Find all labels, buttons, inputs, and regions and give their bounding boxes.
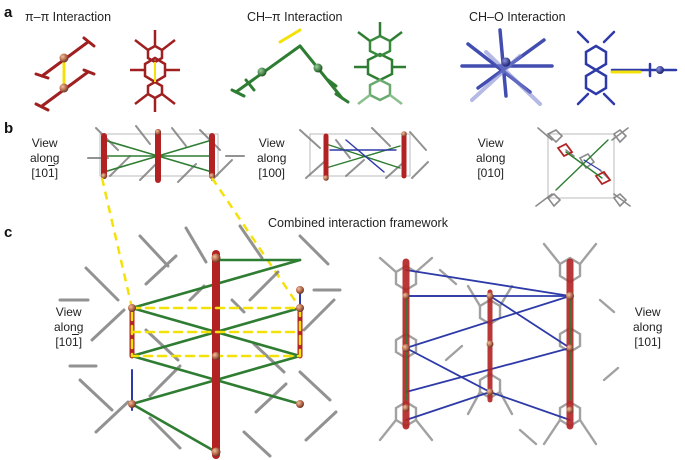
crystal-packing-view-101 (378, 242, 620, 446)
view-label-b2: View along [100] (257, 136, 287, 180)
crystal-packing-icon (58, 224, 342, 459)
packing-view-b3 (535, 127, 631, 208)
view-label-b3: View along [010] (476, 136, 506, 180)
combined-framework-title: Combined interaction framework (268, 216, 448, 230)
pi-stack-icon (34, 36, 96, 112)
panel-a-letter: a (4, 4, 13, 21)
ch-o-title: CH–O Interaction (469, 10, 566, 24)
ch-o-icon (460, 28, 554, 106)
panel-c-letter: c (4, 224, 13, 241)
zoom-connectors (100, 177, 302, 309)
packing-view-b1 (87, 125, 245, 183)
packing-view-b2 (299, 127, 429, 181)
view-label-c1: View along [101] (54, 305, 84, 349)
view-label-b1: View along [101] (30, 136, 60, 180)
view-label-c2: View along [101] (633, 305, 663, 349)
ch-pi-side-view (354, 22, 406, 105)
ch-pi-icon (230, 28, 350, 104)
panel-b-letter: b (4, 120, 14, 137)
ch-pi-title: CH–π Interaction (247, 10, 343, 24)
ch-o-side-view (576, 30, 678, 106)
pi-pi-title: π–π Interaction (25, 10, 112, 24)
pi-stack-top-view (130, 30, 180, 112)
